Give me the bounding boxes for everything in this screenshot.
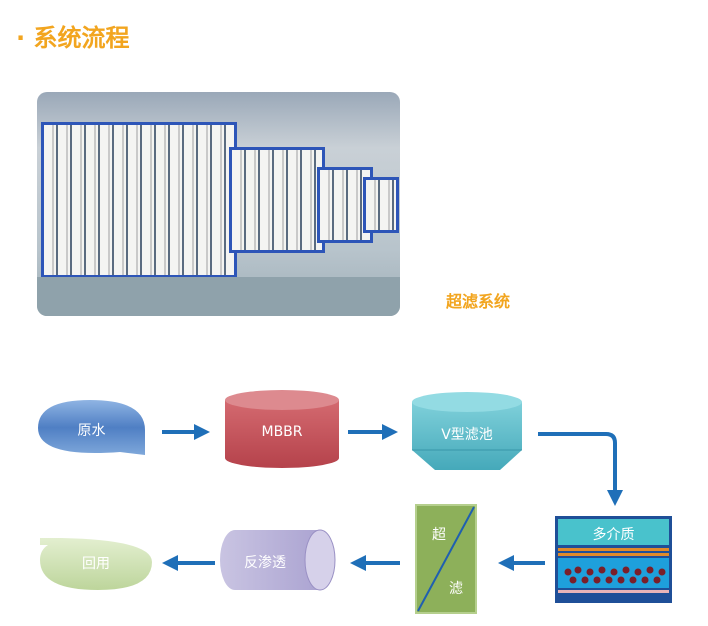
section-title: · 系统流程 <box>16 24 130 52</box>
flow-arrows <box>162 424 623 571</box>
mbbr-node <box>225 390 339 468</box>
ultrafiltration-node <box>415 504 477 614</box>
raw-water-label: 原水 <box>77 423 106 439</box>
multimedia-label: 多介质 <box>592 527 635 543</box>
v-filter-node <box>412 392 522 470</box>
multimedia-filter-node <box>555 516 672 603</box>
reuse-label: 回用 <box>82 556 110 572</box>
v-filter-label: V型滤池 <box>441 427 493 443</box>
reuse-node <box>40 538 152 590</box>
uf-label-top: 超 <box>432 527 446 543</box>
ultrafiltration-photo <box>37 92 400 316</box>
uf-label-bottom: 滤 <box>449 581 463 597</box>
mbbr-label: MBBR <box>261 424 303 440</box>
raw-water-node <box>38 400 145 455</box>
ro-label: 反渗透 <box>244 555 286 571</box>
photo-caption: 超滤系统 <box>446 292 511 311</box>
reverse-osmosis-node <box>220 529 336 591</box>
